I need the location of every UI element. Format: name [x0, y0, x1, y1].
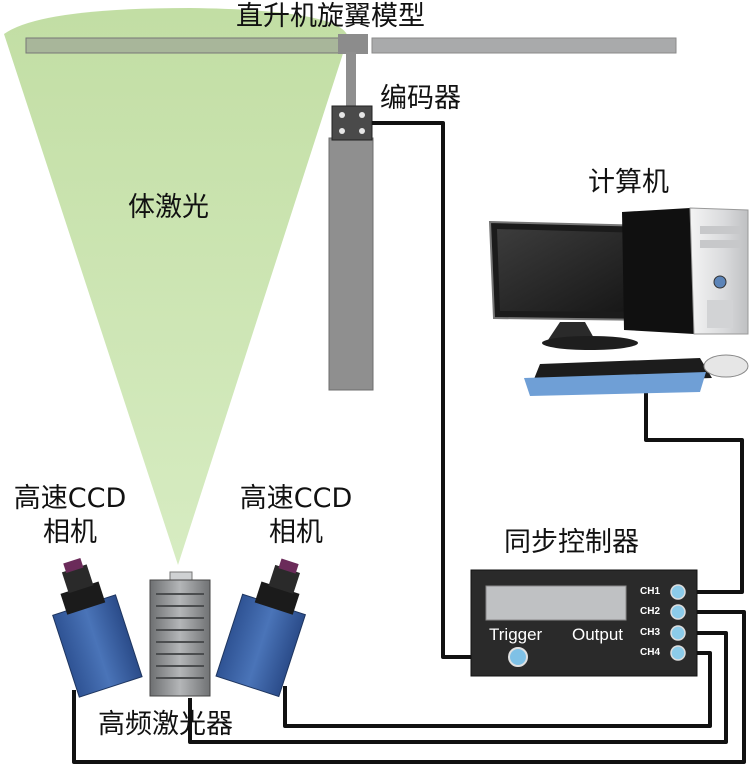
- cable-ch4-right-camera: [283, 651, 712, 728]
- volume-laser-beam: [4, 8, 348, 565]
- channel-label-ch2: CH2: [640, 606, 661, 617]
- label-rotor-model: 直升机旋翼模型: [236, 1, 425, 32]
- label-computer: 计算机: [588, 167, 669, 198]
- trigger-label: Trigger: [489, 625, 543, 644]
- rotor-hub: [338, 34, 368, 54]
- label-camera-left-line1: 高速CCD: [13, 483, 127, 514]
- camera-left: [52, 557, 143, 698]
- channel-ports: [670, 584, 686, 661]
- encoder-block: [331, 105, 373, 141]
- computer-keyboard: [524, 358, 712, 396]
- label-camera-right-line1: 高速CCD: [239, 483, 353, 514]
- camera-right: [215, 558, 307, 698]
- label-encoder: 编码器: [380, 83, 461, 114]
- channel-label-ch3: CH3: [640, 627, 661, 638]
- rotor-blade-right: [371, 37, 677, 54]
- output-label: Output: [572, 625, 624, 644]
- label-hf-laser: 高频激光器: [98, 709, 233, 740]
- trigger-port: [508, 647, 528, 667]
- label-camera-left-line2: 相机: [43, 517, 97, 548]
- label-volume-laser: 体激光: [128, 192, 209, 223]
- hf-laser-device: [149, 571, 211, 697]
- computer-tower: [622, 207, 749, 335]
- cable-ch2-left-camera: [72, 610, 746, 764]
- rotor-shaft: [328, 52, 374, 391]
- channel-label-ch4: CH4: [640, 647, 661, 658]
- computer-monitor: [488, 220, 654, 350]
- cable-computer-ch1: [644, 392, 744, 594]
- computer-mouse: [703, 354, 749, 378]
- label-camera-right-line2: 相机: [269, 517, 323, 548]
- channel-label-ch1: CH1: [640, 586, 661, 597]
- cable-ch3-laser: [188, 631, 728, 744]
- rotor-blade-left: [25, 37, 347, 54]
- label-sync-controller: 同步控制器: [504, 527, 639, 558]
- sync-controller-box: [470, 569, 698, 677]
